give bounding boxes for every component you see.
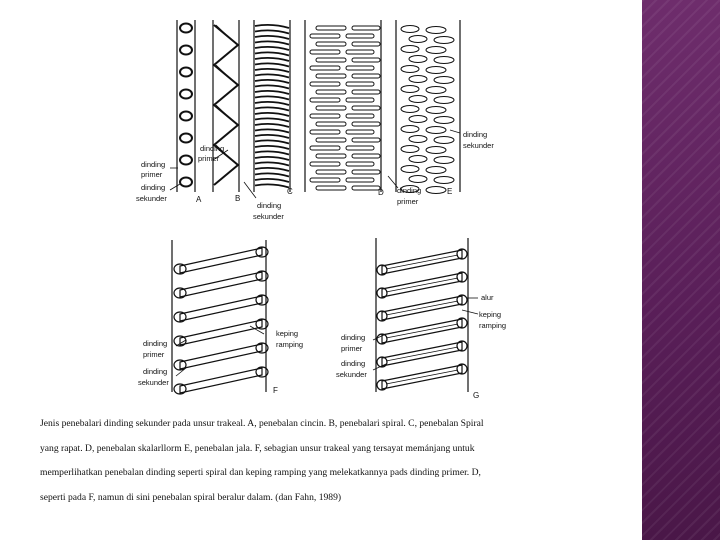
letter-e: E bbox=[447, 187, 452, 196]
letter-d: D bbox=[378, 188, 384, 197]
letter-b: B bbox=[235, 194, 240, 203]
label-dinding-primer-a-1: dinding bbox=[141, 160, 165, 169]
letter-a: A bbox=[196, 195, 202, 204]
vessel-c bbox=[254, 20, 290, 192]
label-dinding-primer-a-2: primer bbox=[141, 170, 163, 179]
figure-caption: Jenis penebalari dinding sekunder pada u… bbox=[40, 412, 630, 510]
label-g-sekunder-1: dinding bbox=[341, 359, 365, 368]
decorative-sidebar bbox=[642, 0, 720, 540]
caption-line-2: yang rapat. D, penebalan skalarllorm E, … bbox=[40, 437, 630, 462]
label-f-sekunder-2: sekunder bbox=[138, 378, 169, 387]
label-dinding-sekunder-c-1: dinding bbox=[257, 201, 281, 210]
label-dinding-sekunder-e-1: dinding bbox=[463, 130, 487, 139]
letter-c: C bbox=[287, 187, 293, 196]
label-dinding-sekunder-a-1: dinding bbox=[141, 183, 165, 192]
vessel-g bbox=[376, 238, 468, 392]
vessel-b bbox=[213, 20, 239, 192]
label-dinding-primer-d-2: primer bbox=[397, 197, 419, 206]
label-dinding-sekunder-c-2: sekunder bbox=[253, 212, 284, 221]
label-dinding-primer-b-1: dinding bbox=[200, 144, 224, 153]
label-g-sekunder-2: sekunder bbox=[336, 370, 367, 379]
letter-g: G bbox=[473, 391, 479, 400]
caption-line-3: memperlihatkan penebalan dinding seperti… bbox=[40, 461, 630, 486]
label-f-keping-1: keping bbox=[276, 329, 298, 338]
label-dinding-sekunder-a-2: sekunder bbox=[136, 194, 167, 203]
label-f-keping-2: ramping bbox=[276, 340, 303, 349]
vessel-a bbox=[177, 20, 195, 192]
letter-f: F bbox=[273, 386, 278, 395]
label-g-keping-1: keping bbox=[479, 310, 501, 319]
vessel-f bbox=[172, 240, 268, 394]
label-dinding-sekunder-e-2: sekunder bbox=[463, 141, 494, 150]
label-f-primer-1: dinding bbox=[143, 339, 167, 348]
caption-line-1: Jenis penebalari dinding sekunder pada u… bbox=[40, 412, 630, 437]
label-f-primer-2: primer bbox=[143, 350, 165, 359]
vessel-d bbox=[305, 20, 381, 192]
label-g-primer-2: primer bbox=[341, 344, 363, 353]
caption-line-4: seperti pada F, namun di sini penebalan … bbox=[40, 486, 630, 511]
vessel-e bbox=[396, 20, 460, 194]
label-dinding-primer-b-2: primer bbox=[198, 154, 220, 163]
label-dinding-primer-d-1: dinding bbox=[397, 186, 421, 195]
tracheal-thickening-diagram: dinding primer dinding sekunder dinding … bbox=[0, 0, 640, 405]
label-g-alur: alur bbox=[481, 293, 494, 302]
label-f-sekunder-1: dinding bbox=[143, 367, 167, 376]
label-g-keping-2: ramping bbox=[479, 321, 506, 330]
label-g-primer-1: dinding bbox=[341, 333, 365, 342]
